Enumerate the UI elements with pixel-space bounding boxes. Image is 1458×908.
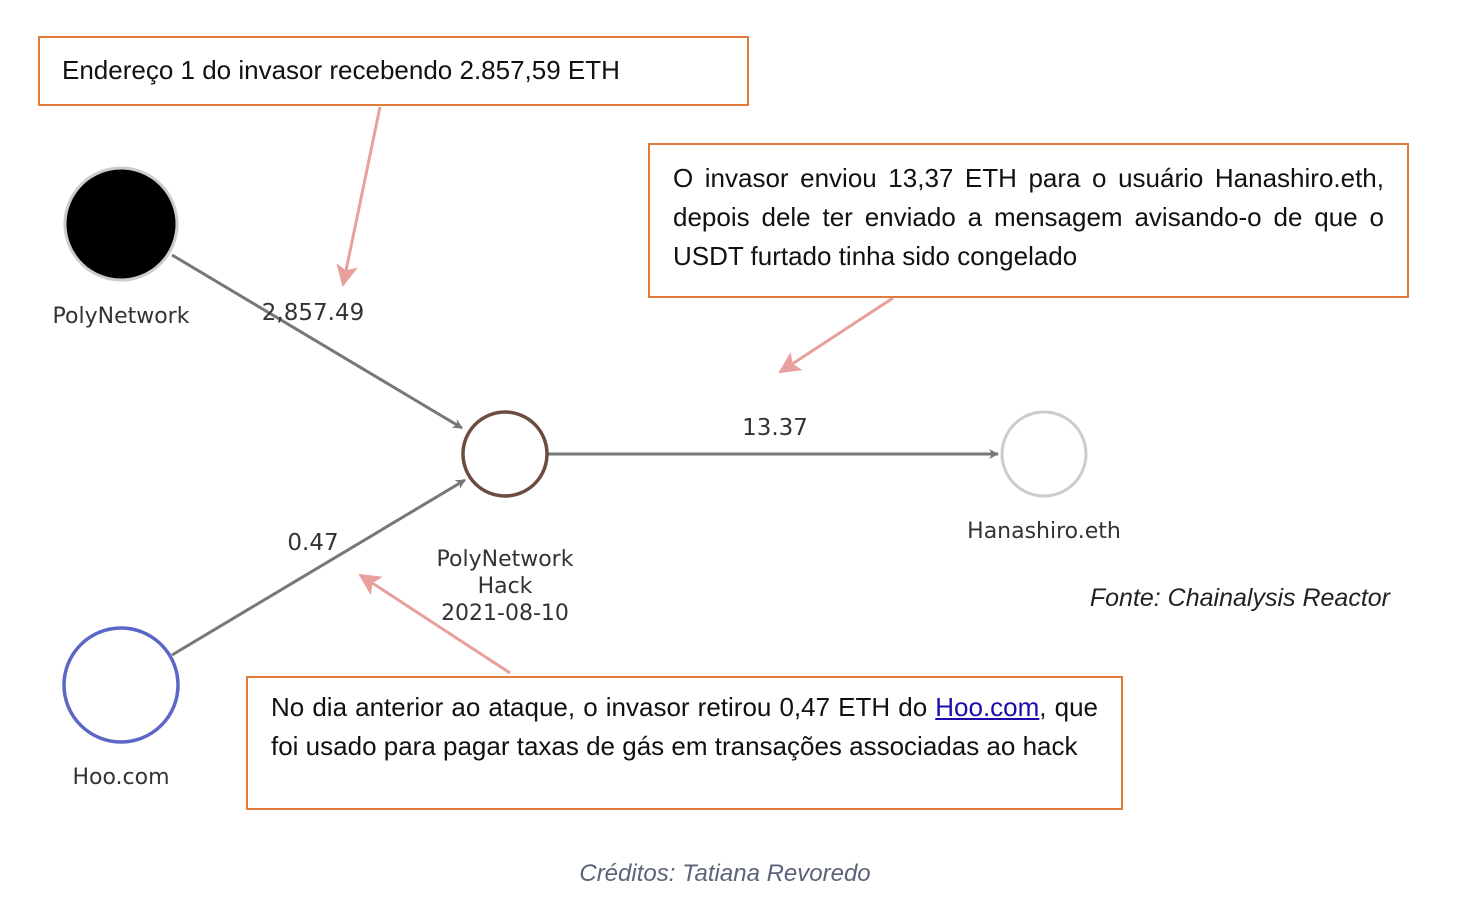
node-label-hack: PolyNetwork Hack 2021-08-10 [437,546,574,627]
annotation-box-1: Endereço 1 do invasor recebendo 2.857,59… [38,36,749,106]
annotation-box-2: O invasor enviou 13,37 ETH para o usuári… [648,143,1409,298]
node-polynetwork-hack[interactable] [461,410,549,498]
credits-caption: Créditos: Tatiana Revoredo [579,860,871,887]
annotation-text-2: O invasor enviou 13,37 ETH para o usuári… [673,163,1384,271]
callout-arrow-2 [778,296,894,374]
edge-polynetwork-hack [171,253,463,430]
edge-label-2857: 2,857.49 [261,300,365,326]
annotation-text-3: No dia anterior ao ataque, o invasor ret… [271,692,936,722]
annotation-box-3: No dia anterior ao ataque, o invasor ret… [246,676,1123,810]
edge-label-1337: 13.37 [742,415,808,441]
node-label-hanashiro: Hanashiro.eth [967,519,1121,544]
node-hanashiro[interactable] [1000,410,1088,498]
node-polynetwork[interactable] [63,166,179,282]
hack-label-line: PolyNetwork [436,547,574,572]
annotation-text-1: Endereço 1 do invasor recebendo 2.857,59… [62,55,620,85]
hack-label-date: 2021-08-10 [441,601,569,626]
callout-arrow-3 [358,573,511,675]
callout-arrow-1 [336,106,382,287]
hack-label-line: Hack [477,574,533,599]
source-caption: Fonte: Chainalysis Reactor [1089,584,1390,612]
edge-hoo-hack [171,478,466,657]
hoo-link[interactable]: Hoo.com [935,692,1040,722]
annotation-text-3-cont: , que foi usado para pagar taxas de gás … [271,692,1098,761]
node-label-hoo: Hoo.com [72,765,170,790]
edge-label-047: 0.47 [287,530,339,556]
node-hoo[interactable] [62,626,180,744]
node-label-polynetwork: PolyNetwork [52,304,190,329]
